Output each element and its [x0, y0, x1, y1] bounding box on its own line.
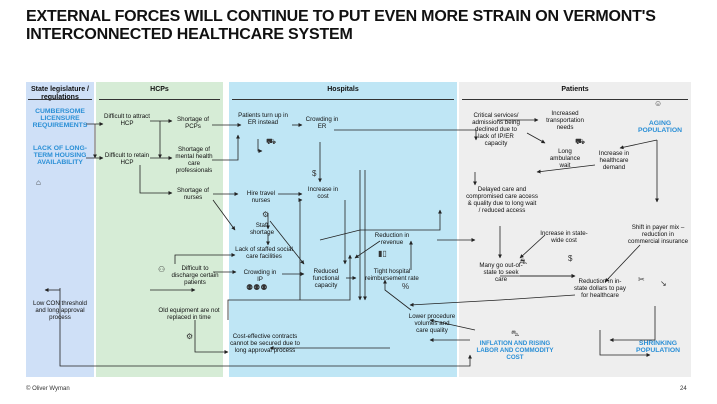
- ambulance-icon: ⛟: [575, 137, 586, 146]
- node-shortage-nurses: Shortage of nurses: [177, 187, 209, 201]
- node-er-turn: Patients turn up in ER instead: [238, 112, 288, 126]
- node-attract: Difficult to attract HCP: [104, 113, 150, 127]
- node-statewide: Increase in state-wide cost: [540, 230, 588, 244]
- node-out-state: Many go out-of-state to seek care: [479, 262, 523, 283]
- people-icon: ⚉⚉⚉: [246, 283, 268, 292]
- footer-source: © Oliver Wyman: [26, 386, 70, 392]
- node-housing: LACK OF LONG-TERM HOUSING AVAILABILITY: [33, 145, 87, 166]
- column-hospitals: [229, 82, 457, 377]
- header-divider: [28, 99, 92, 100]
- page-number: 24: [680, 386, 687, 392]
- node-crowd-ip: Crowding in IP: [243, 269, 277, 283]
- node-instate: Reduction in in-state dollars to pay for…: [574, 278, 626, 299]
- node-demand: Increase in healthcare demand: [598, 150, 630, 171]
- node-payer: Shift in payer mix – reduction in commer…: [627, 224, 689, 245]
- column-header-hospitals: Hospitals: [327, 86, 359, 93]
- node-licensure: CUMBERSOME LICENSURE REQUIREMENTS: [32, 108, 88, 129]
- node-shrinking: SHRINKING POPULATION: [635, 340, 681, 354]
- node-old-equip: Old equipment are not replaced in time: [158, 307, 220, 321]
- node-shortage-pcp: Shortage of PCPs: [177, 116, 209, 130]
- node-retain: Difficult to retain HCP: [104, 152, 150, 166]
- person-icon: ⚇: [158, 265, 166, 274]
- dollar-icon: $: [568, 254, 573, 263]
- header-divider: [99, 99, 220, 100]
- gear-icon: ⚙: [186, 332, 194, 341]
- node-reduced-cap: Reduced functional capacity: [312, 268, 340, 289]
- ambulance-icon: ⛟: [266, 137, 277, 146]
- node-delayed: Delayed care and compromised care access…: [466, 186, 538, 214]
- house-icon: ⌂: [36, 178, 41, 187]
- person-icon: ☺: [654, 99, 663, 108]
- chart-icon: ▮▯: [378, 249, 387, 258]
- column-header-patients: Patients: [561, 86, 589, 93]
- node-critical: Critical services/ admissions being decl…: [472, 112, 520, 147]
- node-er-crowd: Crowding in ER: [305, 116, 339, 130]
- node-con: Low CON threshold and long approval proc…: [33, 300, 87, 321]
- header-divider: [462, 99, 688, 100]
- node-cost-up: Increase in cost: [307, 186, 339, 200]
- column-patients: [459, 82, 691, 377]
- node-shortage-mh: Shortage of mental health care professio…: [175, 146, 213, 174]
- trend-down-icon: ↘: [660, 279, 667, 288]
- column-hcps: [96, 82, 223, 377]
- node-rev-reduction: Reduction in revenue: [374, 232, 410, 246]
- node-tight: Tight hospital reimbursement rate: [365, 268, 419, 282]
- node-contracts: Cost-effective contracts cannot be secur…: [230, 333, 300, 354]
- gear-icon: ⚙: [262, 210, 270, 219]
- node-discharge: Difficult to discharge certain patients: [171, 265, 219, 286]
- node-inflation: INFLATION AND RISING LABOR AND COMMODITY…: [476, 340, 554, 361]
- scissors-icon: ✂: [638, 275, 645, 284]
- node-lower-proc: Lower procedure volumes and care quality: [408, 313, 456, 334]
- header-divider: [232, 99, 454, 100]
- column-header-state: State legislature / regulations: [31, 86, 89, 101]
- page-title: EXTERNAL FORCES WILL CONTINUE TO PUT EVE…: [26, 8, 656, 43]
- dollar-icon: $: [312, 169, 317, 178]
- car-icon: ⛐: [520, 257, 527, 266]
- node-ambulance: Long ambulance wait: [549, 148, 581, 169]
- node-aging: AGING POPULATION: [637, 120, 683, 134]
- node-travel: Hire travel nurses: [246, 190, 276, 204]
- column-header-hcps: HCPs: [150, 86, 169, 93]
- node-transport: Increased transportation needs: [546, 110, 584, 131]
- percent-icon: %: [402, 282, 410, 291]
- cart-icon: ⛍: [511, 329, 520, 338]
- node-lack-staffed: Lack of staffed social care facilities: [235, 246, 293, 260]
- node-staff-short: Staff shortage: [249, 222, 275, 236]
